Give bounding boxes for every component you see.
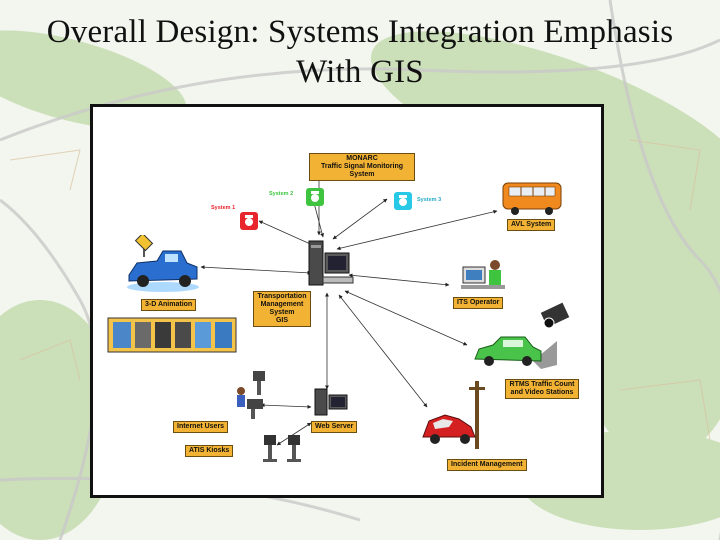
system-3-label: System 3 — [417, 197, 442, 203]
animation-label: 3-D Animation — [141, 299, 197, 311]
kiosk-icon — [263, 435, 277, 462]
web-server-label: Web Server — [311, 421, 358, 433]
sign-icon — [134, 235, 154, 257]
slide-title-line-2: With GIS — [296, 54, 424, 90]
crashed-car-icon — [422, 414, 476, 444]
internet-users-label: Internet Users — [173, 421, 229, 433]
traffic-camera-icon — [240, 212, 258, 230]
film-strip-icon — [107, 317, 237, 353]
video-camera-icon — [540, 302, 570, 329]
incident-management-label: Incident Management — [447, 459, 527, 471]
avl-system-label: AVL System — [507, 219, 556, 231]
connection-arrows — [200, 174, 498, 446]
traffic-camera-icon — [394, 192, 412, 210]
internet-users-icon — [237, 371, 265, 419]
slide-title-line-1: Overall Design: Systems Integration Emph… — [46, 14, 674, 50]
diagram-panel: MONARC Traffic Signal Monitoring System … — [90, 104, 604, 498]
monarc-label: MONARC Traffic Signal Monitoring System — [309, 153, 415, 181]
sedan-icon — [474, 336, 557, 369]
rtms-label: RTMS Traffic Count and Video Stations — [505, 379, 579, 399]
utility-pole-icon — [469, 381, 485, 449]
web-server-icon — [314, 388, 348, 416]
tms-gis-label: Transportation Management System GIS — [253, 291, 311, 327]
slide-title: Overall Design: Systems Integration Emph… — [0, 12, 720, 92]
traffic-camera-icon — [306, 188, 324, 206]
its-operator-label: ITS Operator — [453, 297, 504, 309]
kiosk-icon — [287, 435, 301, 462]
operator-workstation-icon — [461, 260, 505, 289]
pickup-truck-icon — [127, 250, 199, 292]
system-2-label: System 2 — [269, 191, 294, 197]
bus-icon — [502, 182, 562, 215]
atis-kiosks-label: ATIS Kiosks — [185, 445, 234, 457]
computer-terminal-icon — [308, 240, 354, 286]
system-1-label: System 1 — [211, 205, 236, 211]
